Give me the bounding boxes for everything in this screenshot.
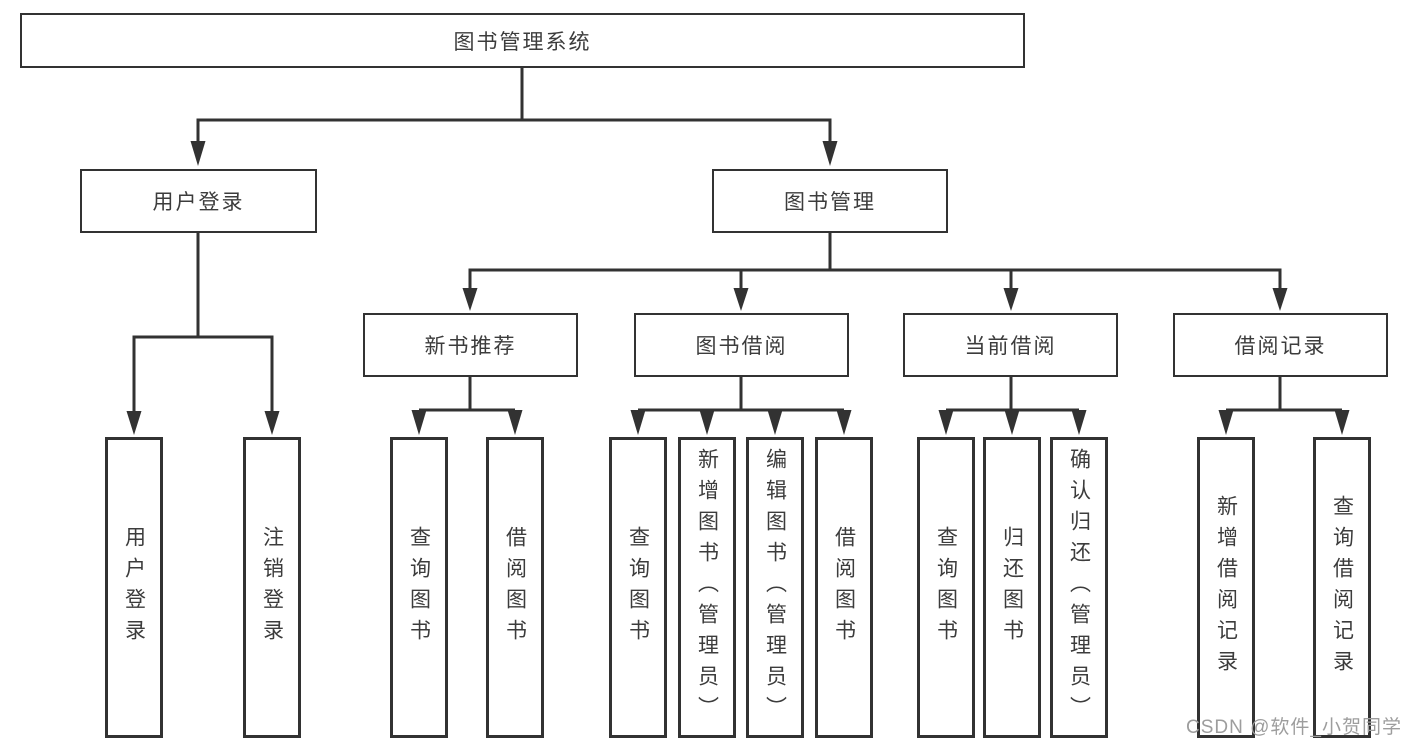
arrowhead-icon — [699, 410, 715, 435]
leaf-borrow-add-book-admin-label: 新增图书（管理员） — [695, 448, 719, 727]
node-borrow-records: 借阅记录 — [1173, 313, 1388, 377]
leaf-logout-label: 注销登录 — [260, 525, 284, 650]
leaf-records-query-record-label: 查询借阅记录 — [1330, 494, 1354, 681]
node-current-borrow-label: 当前借阅 — [964, 335, 1057, 358]
connector-book-borrow-to-leaves — [630, 377, 852, 435]
node-book-borrow: 图书借阅 — [634, 313, 849, 377]
leaf-borrow-edit-book-admin: 编辑图书（管理员） — [746, 437, 804, 738]
arrowhead-icon — [1071, 410, 1087, 435]
arrowhead-icon — [507, 410, 523, 435]
node-new-book-recommend-label: 新书推荐 — [424, 335, 517, 358]
leaf-records-add-record: 新增借阅记录 — [1197, 437, 1255, 738]
connector-user-login-to-leaves — [126, 233, 280, 435]
leaf-borrow-query-book: 查询图书 — [609, 437, 667, 738]
arrowhead-icon — [411, 410, 427, 435]
arrowhead-icon — [1218, 410, 1234, 435]
arrowhead-icon — [733, 288, 749, 311]
arrowhead-icon — [1004, 410, 1020, 435]
leaf-current-confirm-return-admin-label: 确认归还（管理员） — [1067, 448, 1091, 727]
node-book-management: 图书管理 — [712, 169, 948, 233]
arrowhead-icon — [190, 141, 206, 166]
leaf-user-login-label: 用户登录 — [122, 525, 146, 650]
leaf-current-confirm-return-admin: 确认归还（管理员） — [1050, 437, 1108, 738]
node-borrow-records-label: 借阅记录 — [1234, 335, 1327, 358]
leaf-recommend-query-book-label: 查询图书 — [407, 525, 431, 650]
connector-book-management-to-level3 — [462, 233, 1288, 311]
leaf-recommend-borrow-book-label: 借阅图书 — [503, 525, 527, 650]
node-user-login-label: 用户登录 — [152, 191, 245, 214]
connector-current-borrow-to-leaves — [938, 377, 1087, 435]
arrowhead-icon — [462, 288, 478, 311]
arrowhead-icon — [1003, 288, 1019, 311]
node-new-book-recommend: 新书推荐 — [363, 313, 578, 377]
connector-borrow-records-to-leaves — [1218, 377, 1350, 435]
leaf-recommend-query-book: 查询图书 — [390, 437, 448, 738]
leaf-borrow-query-book-label: 查询图书 — [626, 525, 650, 650]
leaf-records-query-record: 查询借阅记录 — [1313, 437, 1371, 738]
leaf-borrow-borrow-book-label: 借阅图书 — [832, 525, 856, 650]
node-user-login: 用户登录 — [80, 169, 317, 233]
leaf-borrow-edit-book-admin-label: 编辑图书（管理员） — [763, 448, 787, 727]
node-root-label: 图书管理系统 — [453, 30, 592, 54]
leaf-logout: 注销登录 — [243, 437, 301, 738]
arrowhead-icon — [938, 410, 954, 435]
arrowhead-icon — [767, 410, 783, 435]
connector-root-to-level2 — [190, 68, 838, 166]
wire — [468, 268, 1282, 288]
leaf-current-query-book: 查询图书 — [917, 437, 975, 738]
node-root: 图书管理系统 — [20, 13, 1025, 68]
arrowhead-icon — [1334, 410, 1350, 435]
arrowhead-icon — [126, 411, 142, 435]
wire — [196, 118, 832, 141]
leaf-current-return-book-label: 归还图书 — [1000, 525, 1024, 650]
wire — [132, 335, 274, 411]
connector-new-book-recommend-to-leaves — [411, 377, 523, 435]
arrowhead-icon — [822, 141, 838, 166]
arrowhead-icon — [264, 411, 280, 435]
leaf-borrow-borrow-book: 借阅图书 — [815, 437, 873, 738]
leaf-current-query-book-label: 查询图书 — [934, 525, 958, 650]
node-book-borrow-label: 图书借阅 — [695, 335, 788, 358]
arrowhead-icon — [630, 410, 646, 435]
leaf-current-return-book: 归还图书 — [983, 437, 1041, 738]
arrowhead-icon — [836, 410, 852, 435]
arrowhead-icon — [1272, 288, 1288, 311]
node-current-borrow: 当前借阅 — [903, 313, 1118, 377]
leaf-user-login: 用户登录 — [105, 437, 163, 738]
leaf-borrow-add-book-admin: 新增图书（管理员） — [678, 437, 736, 738]
node-book-management-label: 图书管理 — [784, 191, 876, 214]
leaf-recommend-borrow-book: 借阅图书 — [486, 437, 544, 738]
leaf-records-add-record-label: 新增借阅记录 — [1214, 494, 1238, 681]
watermark: CSDN @软件_小贺同学 — [1186, 717, 1402, 738]
